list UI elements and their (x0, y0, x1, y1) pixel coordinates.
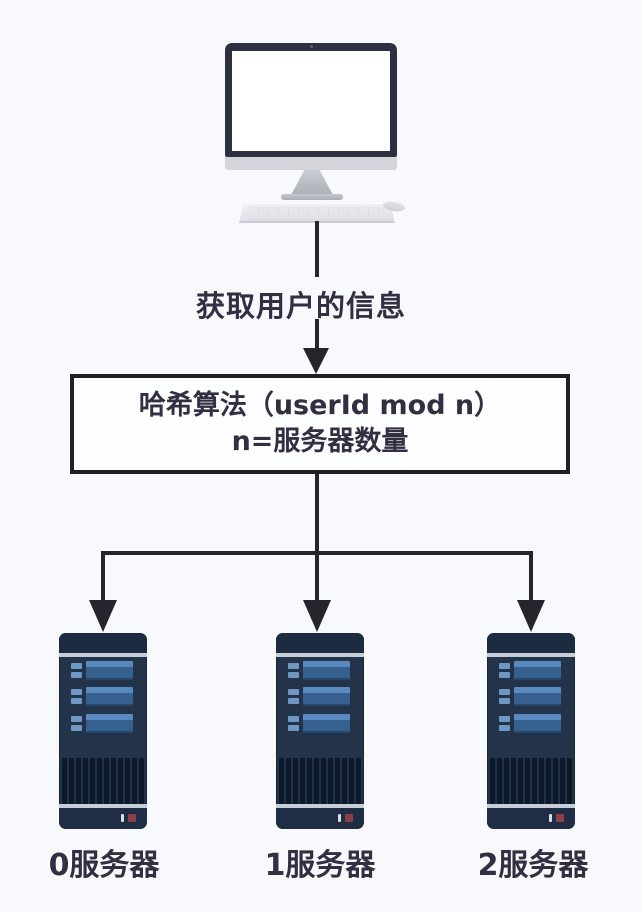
server-bottom-panel (59, 808, 147, 829)
bay-tab (71, 689, 82, 695)
server-vent-grille (62, 758, 144, 804)
server-icon-0 (59, 633, 147, 829)
monitor-stand (291, 170, 333, 195)
power-led-icon (338, 814, 341, 822)
bay-tab (71, 672, 82, 678)
server-top-cap (59, 633, 147, 653)
monitor-stand-base (281, 194, 343, 200)
server-stripe (487, 804, 575, 808)
bay-bar (514, 714, 561, 733)
server-label-0: 0服务器 (48, 848, 160, 883)
algo-box-line2: n=服务器数量 (231, 426, 409, 457)
bay-tab (288, 725, 299, 731)
server-label-2: 2服务器 (477, 848, 589, 883)
bay-tab (499, 698, 510, 704)
bay-tab (71, 725, 82, 731)
branch-right-line (529, 551, 533, 600)
bay-tab (499, 689, 510, 695)
server-icon-1 (276, 633, 364, 829)
arrow-down-icon (89, 600, 117, 632)
status-led-icon (556, 814, 564, 822)
bay-tab (71, 663, 82, 669)
drive-bay (499, 714, 561, 733)
bay-bar (514, 661, 561, 680)
camera-icon (310, 45, 313, 48)
bay-tab (288, 672, 299, 678)
bay-tab (71, 698, 82, 704)
server-stripe (276, 653, 364, 657)
server-top-cap (276, 633, 364, 653)
bay-tab (499, 663, 510, 669)
flow-label: 获取用户的信息 (195, 289, 406, 323)
bay-bar (86, 661, 133, 680)
server-icon-2 (487, 633, 575, 829)
arrow-down-icon (517, 600, 545, 632)
bay-tab (288, 698, 299, 704)
algo-box-line1: 哈希算法（userId mod n） (138, 390, 502, 422)
arrow-down-icon (303, 600, 331, 632)
bay-tab (288, 689, 299, 695)
server-vent-grille (279, 758, 361, 804)
bay-tab (288, 716, 299, 722)
bay-bar (303, 661, 350, 680)
server-bottom-panel (276, 808, 364, 829)
drive-bay (71, 714, 133, 733)
power-led-icon (549, 814, 552, 822)
bay-tab (499, 716, 510, 722)
status-led-icon (128, 814, 136, 822)
server-stripe (59, 804, 147, 808)
bay-tab (288, 663, 299, 669)
branch-middle-line (315, 474, 319, 600)
server-bottom-panel (487, 808, 575, 829)
flow-line-bottom (315, 319, 319, 349)
drive-bay (499, 687, 561, 706)
bay-bar (303, 687, 350, 706)
bay-tab (499, 672, 510, 678)
drive-bay (71, 661, 133, 680)
monitor-screen (232, 51, 390, 151)
server-top-cap (487, 633, 575, 653)
keyboard-keys (249, 207, 385, 215)
branch-left-line (101, 551, 105, 600)
bay-bar (514, 687, 561, 706)
bay-bar (86, 687, 133, 706)
drive-bay (499, 661, 561, 680)
drive-bay (288, 661, 350, 680)
bay-tab (499, 725, 510, 731)
branch-horizontal-line (101, 551, 533, 555)
server-stripe (487, 653, 575, 657)
bay-tab (71, 716, 82, 722)
flow-line-top (315, 221, 319, 277)
server-stripe (276, 804, 364, 808)
hash-algorithm-box: 哈希算法（userId mod n） n=服务器数量 (70, 374, 570, 474)
monitor-chin (225, 157, 397, 170)
server-label-1: 1服务器 (264, 848, 376, 883)
status-led-icon (345, 814, 353, 822)
drive-bay (288, 714, 350, 733)
drive-bay (288, 687, 350, 706)
power-led-icon (121, 814, 124, 822)
server-stripe (59, 653, 147, 657)
server-vent-grille (490, 758, 572, 804)
drive-bay (71, 687, 133, 706)
bay-bar (86, 714, 133, 733)
bay-bar (303, 714, 350, 733)
arrow-down-icon (303, 348, 329, 374)
